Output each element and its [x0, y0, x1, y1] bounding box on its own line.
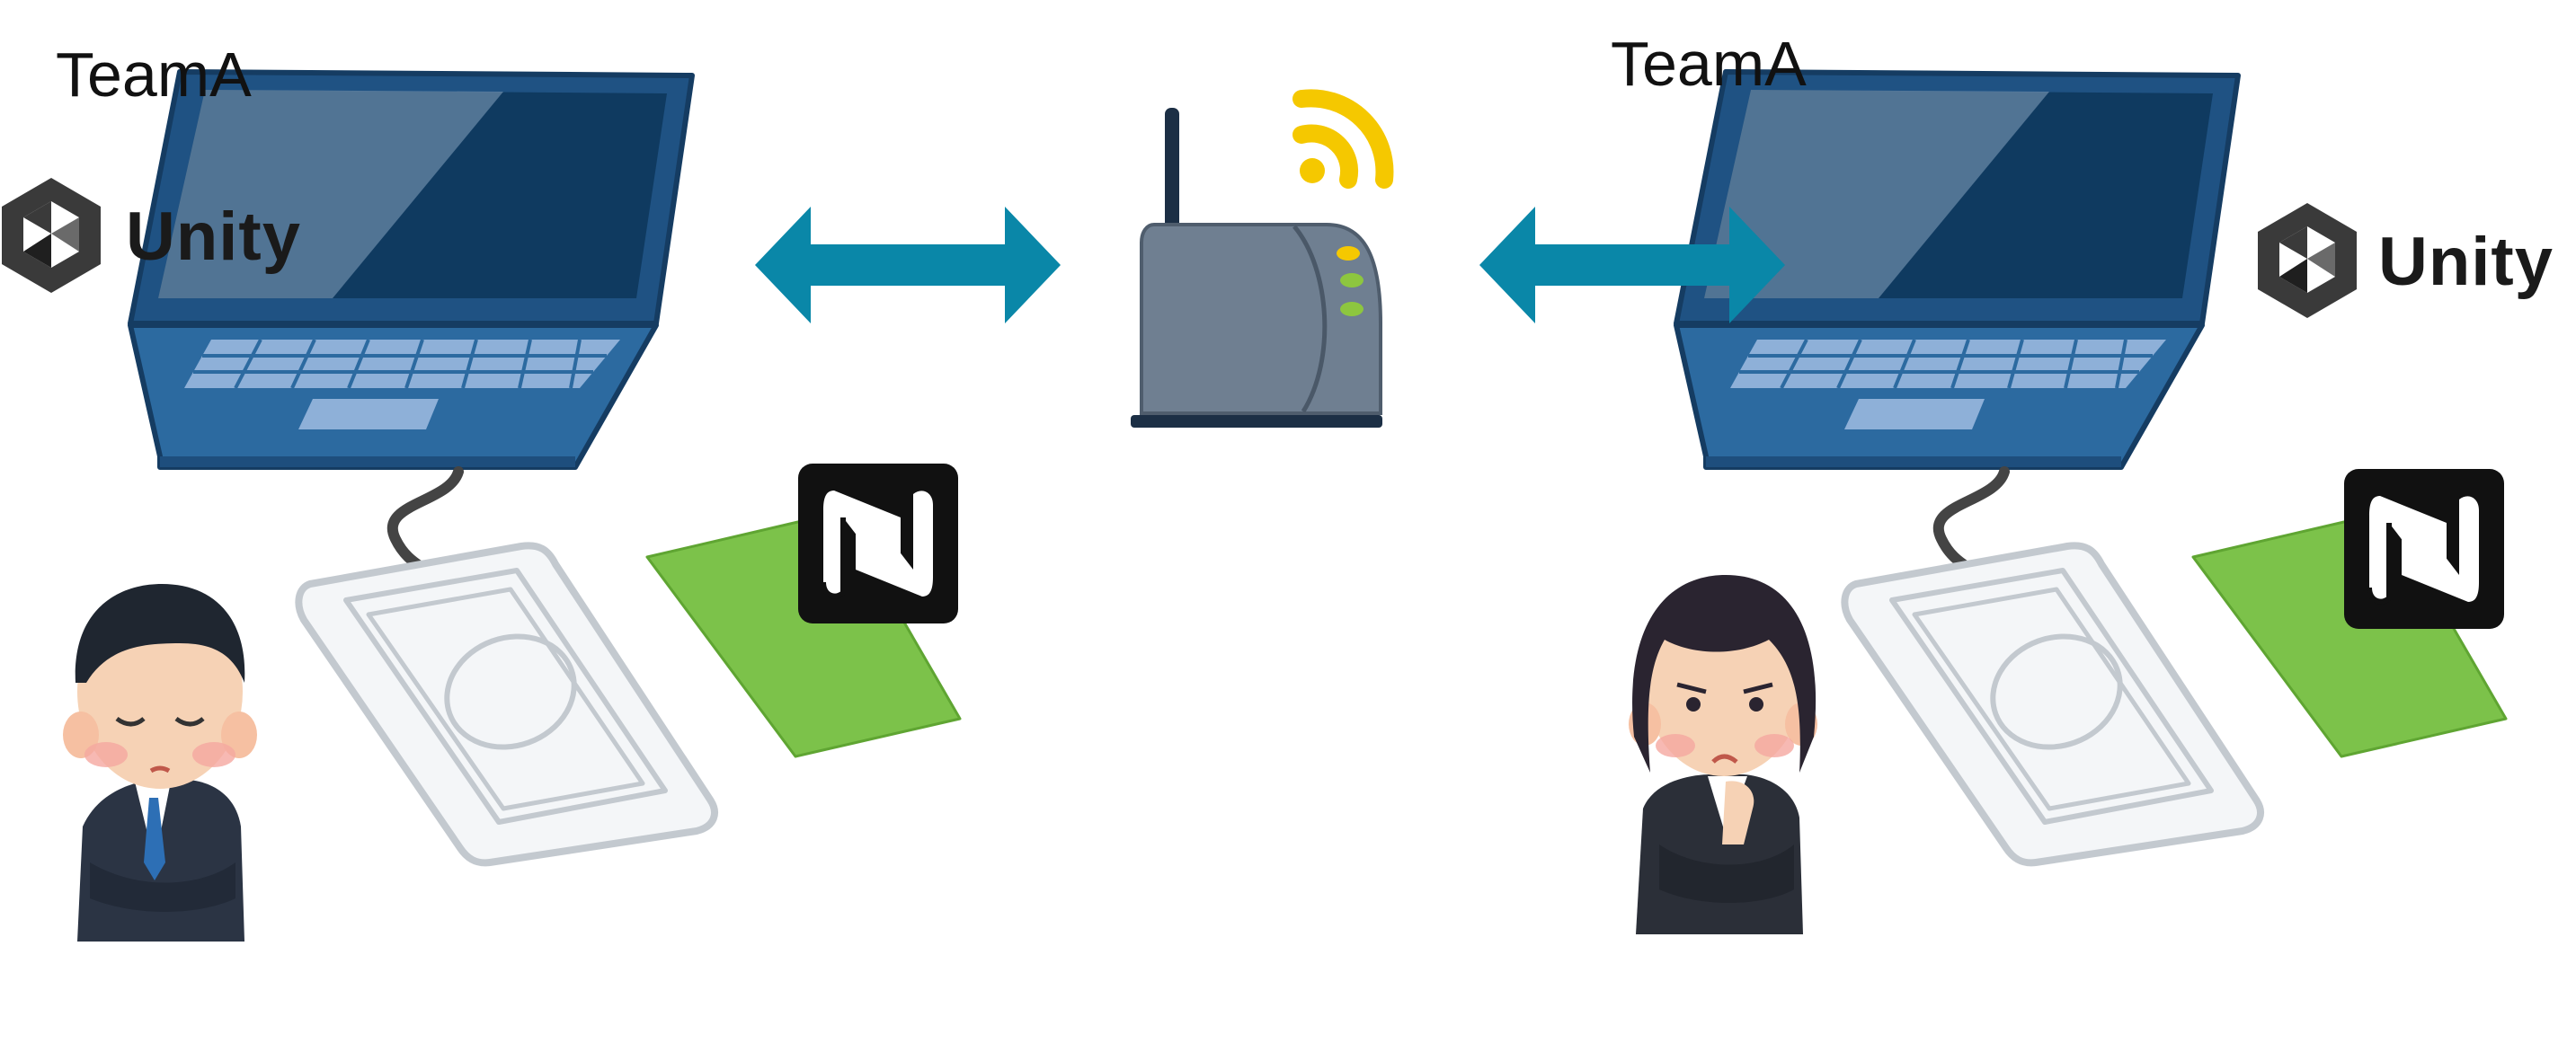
left-nfc-reader-icon [298, 472, 715, 862]
left-bidirectional-arrow-icon [755, 207, 1061, 323]
left-nfc-logo-icon [798, 464, 958, 623]
right-unity-logo-icon [2258, 203, 2357, 318]
left-unity-logo-icon [2, 178, 101, 293]
right-bidirectional-arrow-icon [1479, 207, 1785, 323]
right-nfc-logo-icon [2344, 469, 2504, 629]
left-unity-label: Unity [126, 199, 301, 275]
right-unity-label: Unity [2378, 224, 2554, 300]
wifi-router-icon [1131, 108, 1382, 428]
businessman-icon [63, 584, 257, 942]
right-team-label: TeamA [1611, 29, 1807, 99]
wifi-signal-icon [1292, 89, 1394, 189]
businesswoman-icon [1629, 575, 1817, 934]
right-nfc-reader-icon [1844, 472, 2261, 862]
left-team-label: TeamA [56, 40, 252, 110]
